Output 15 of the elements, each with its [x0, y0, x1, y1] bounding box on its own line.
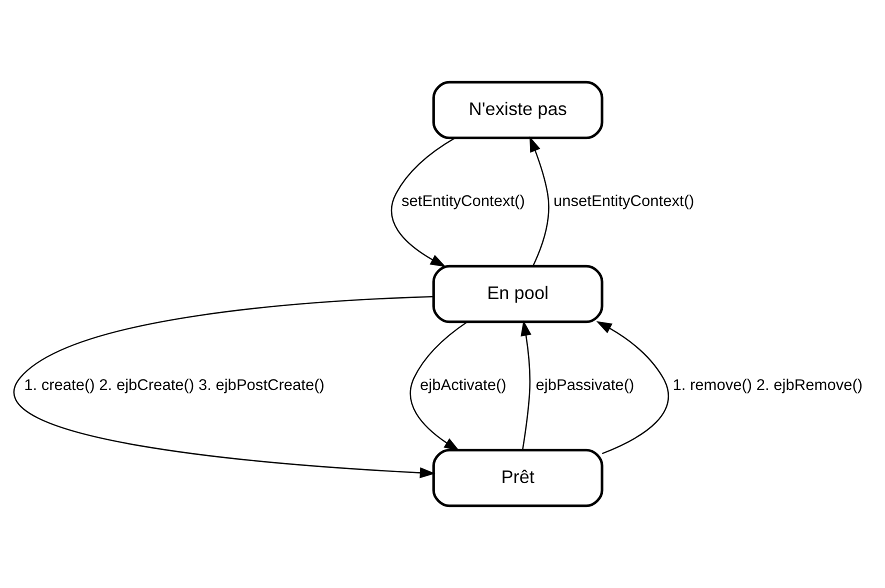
arrow	[596, 321, 669, 454]
arrow	[529, 136, 550, 266]
edge-label: ejbPassivate()	[536, 377, 634, 394]
arrow	[15, 296, 436, 478]
edge-label: setEntityContext()	[401, 193, 525, 210]
edge-label: ejbActivate()	[420, 377, 506, 394]
arrow	[390, 137, 456, 267]
edge-label: 1. remove() 2. ejbRemove()	[672, 377, 863, 394]
arrow	[410, 322, 468, 452]
node-box: N'existe pas	[432, 80, 604, 140]
arrow	[520, 320, 532, 450]
edge-label: unsetEntityContext()	[553, 193, 694, 210]
node-box: En pool	[432, 264, 604, 324]
edge-label: 1. create() 2. ejbCreate() 3. ejbPostCreate()	[24, 377, 324, 394]
node-box: Prêt	[432, 448, 604, 508]
